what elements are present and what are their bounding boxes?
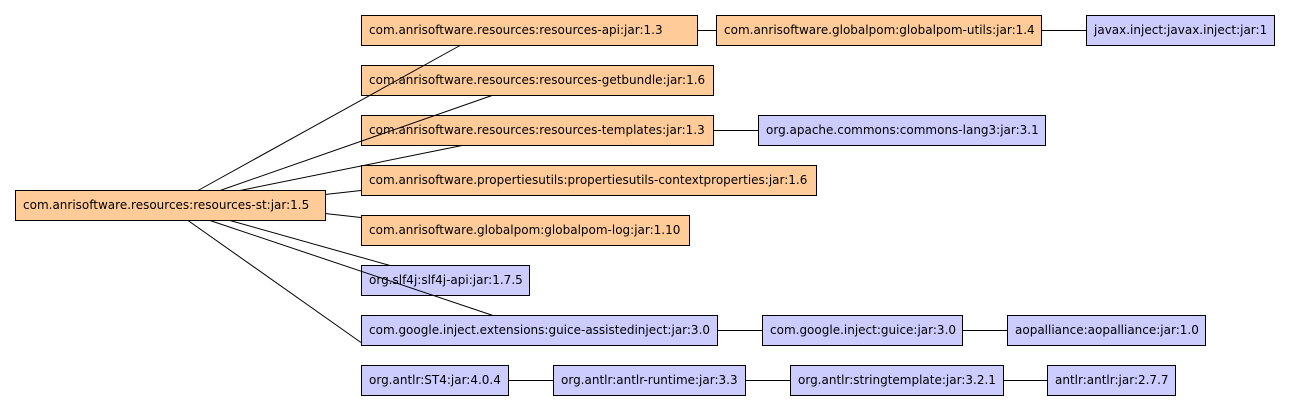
node-label: com.anrisoftware.resources:resources-get… bbox=[369, 73, 705, 87]
node-label: com.anrisoftware.resources:resources-st:… bbox=[23, 198, 309, 212]
node-root: com.anrisoftware.resources:resources-st:… bbox=[15, 190, 326, 221]
node-antlr-runtime: org.antlr:antlr-runtime:jar:3.3 bbox=[553, 365, 746, 396]
node-box bbox=[1007, 315, 1206, 346]
node-globalpom-utils: com.anrisoftware.globalpom:globalpom-uti… bbox=[716, 15, 1042, 46]
node-resources-templates: com.anrisoftware.resources:resources-tem… bbox=[361, 115, 714, 146]
edge-root-to-slf4j-api bbox=[229, 220, 391, 266]
edge-root-to-resources-getbundle bbox=[219, 95, 493, 191]
node-label: org.antlr:stringtemplate:jar:3.2.1 bbox=[798, 373, 996, 387]
node-label: org.antlr:ST4:jar:4.0.4 bbox=[369, 373, 501, 387]
node-label: com.google.inject.extensions:guice-assis… bbox=[369, 323, 710, 337]
node-globalpom-log: com.anrisoftware.globalpom:globalpom-log… bbox=[361, 215, 690, 246]
node-box bbox=[361, 215, 690, 246]
node-label: com.anrisoftware.globalpom:globalpom-uti… bbox=[724, 23, 1035, 37]
node-label: com.anrisoftware.globalpom:globalpom-log… bbox=[369, 223, 680, 237]
node-box bbox=[762, 315, 963, 346]
edge-root-to-resources-templates bbox=[239, 145, 463, 191]
node-box bbox=[790, 365, 1004, 396]
node-javax-inject: javax.inject:javax.inject:jar:1 bbox=[1086, 15, 1275, 46]
edges-layer bbox=[187, 30, 1086, 381]
node-commons-lang3: org.apache.commons:commons-lang3:jar:3.1 bbox=[758, 115, 1046, 146]
node-label: org.apache.commons:commons-lang3:jar:3.1 bbox=[766, 123, 1039, 137]
node-box bbox=[361, 365, 509, 396]
node-box bbox=[716, 15, 1042, 46]
edge-root-to-propertiesutils bbox=[324, 190, 362, 195]
node-label: com.anrisoftware.resources:resources-tem… bbox=[369, 123, 705, 137]
node-box bbox=[1047, 365, 1176, 396]
node-box bbox=[361, 165, 817, 196]
node-antlr: antlr:antlr:jar:2.7.7 bbox=[1047, 365, 1176, 396]
node-label: org.slf4j:slf4j-api:jar:1.7.5 bbox=[369, 273, 523, 287]
node-box bbox=[1086, 15, 1275, 46]
node-guice-assistedinject: com.google.inject.extensions:guice-assis… bbox=[361, 315, 718, 346]
node-st4: org.antlr:ST4:jar:4.0.4 bbox=[361, 365, 509, 396]
edge-root-to-st4 bbox=[187, 220, 362, 343]
node-slf4j-api: org.slf4j:slf4j-api:jar:1.7.5 bbox=[361, 265, 530, 296]
node-label: com.anrisoftware.resources:resources-api… bbox=[369, 23, 663, 37]
node-guice: com.google.inject:guice:jar:3.0 bbox=[762, 315, 963, 346]
edge-root-to-globalpom-log bbox=[324, 213, 362, 218]
node-label: antlr:antlr:jar:2.7.7 bbox=[1055, 373, 1169, 387]
node-box bbox=[361, 15, 698, 46]
node-aopalliance: aopalliance:aopalliance:jar:1.0 bbox=[1007, 315, 1206, 346]
node-label: org.antlr:antlr-runtime:jar:3.3 bbox=[561, 373, 738, 387]
node-box bbox=[758, 115, 1046, 146]
node-label: aopalliance:aopalliance:jar:1.0 bbox=[1015, 323, 1199, 337]
node-label: com.anrisoftware.propertiesutils:propert… bbox=[369, 173, 807, 187]
edge-root-to-guice-assistedinject bbox=[209, 220, 494, 316]
nodes-layer: com.anrisoftware.resources:resources-st:… bbox=[15, 15, 1275, 396]
node-stringtemplate: org.antlr:stringtemplate:jar:3.2.1 bbox=[790, 365, 1004, 396]
edge-root-to-resources-api bbox=[197, 45, 461, 191]
node-label: javax.inject:javax.inject:jar:1 bbox=[1093, 23, 1267, 37]
node-box bbox=[361, 65, 714, 96]
node-label: com.google.inject:guice:jar:3.0 bbox=[770, 323, 956, 337]
node-resources-getbundle: com.anrisoftware.resources:resources-get… bbox=[361, 65, 714, 96]
node-propertiesutils: com.anrisoftware.propertiesutils:propert… bbox=[361, 165, 817, 196]
node-resources-api: com.anrisoftware.resources:resources-api… bbox=[361, 15, 698, 46]
node-box bbox=[15, 190, 326, 221]
